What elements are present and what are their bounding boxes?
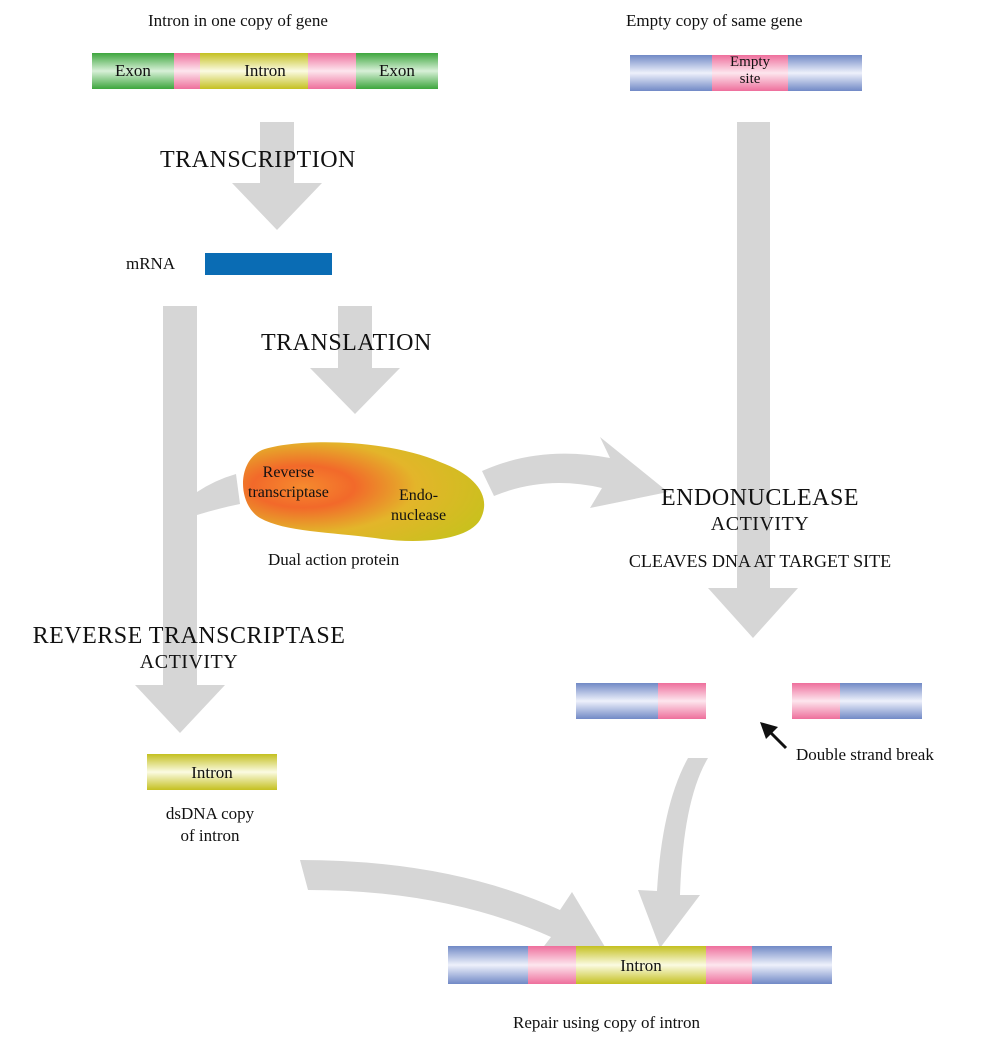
endo-activity-subtitle: Cleaves DNA at target site bbox=[628, 551, 892, 571]
broken-dna bbox=[576, 683, 922, 719]
rt-label: Reverse transcriptase bbox=[248, 463, 329, 503]
flank-left-segment bbox=[174, 53, 200, 89]
empty-site-line2: site bbox=[739, 71, 761, 87]
dsdna-caption-line2: of intron bbox=[180, 826, 240, 845]
repaired-intron bbox=[576, 946, 706, 984]
transcription-heading: Transcription bbox=[160, 147, 356, 173]
dsdna-to-repair-arrow bbox=[300, 860, 608, 954]
repaired-pink-right bbox=[706, 946, 752, 984]
empty-site-segment bbox=[712, 55, 788, 91]
empty-gene-caption: Empty copy of same gene bbox=[626, 11, 803, 30]
dsdna-caption-line1: dsDNA copy bbox=[165, 804, 255, 823]
empty-gene-right bbox=[788, 55, 862, 91]
translation-arrow bbox=[310, 306, 400, 414]
translation-heading: Translation bbox=[261, 330, 432, 356]
endonuclease-activity-heading: Endonuclease activity bbox=[600, 484, 920, 536]
broken-right-blue bbox=[840, 683, 922, 719]
gene-with-intron bbox=[92, 53, 438, 89]
endonuclease-arrow bbox=[708, 122, 798, 638]
broken-left-blue bbox=[576, 683, 658, 719]
exon-left-label: Exon bbox=[115, 61, 151, 80]
intron-copy-label: Intron bbox=[191, 763, 233, 782]
transcription-arrow bbox=[232, 122, 322, 230]
empty-gene bbox=[630, 55, 862, 91]
endo-label-line1: Endo- bbox=[398, 487, 439, 504]
dual-action-protein bbox=[243, 442, 485, 541]
intron-copy-bar bbox=[147, 754, 277, 790]
empty-gene-left bbox=[630, 55, 712, 91]
rt-label-line2: transcriptase bbox=[248, 484, 329, 501]
exon-right-label: Exon bbox=[379, 61, 415, 80]
rt-activity-line2: activity bbox=[139, 651, 239, 673]
repaired-blue-left bbox=[448, 946, 528, 984]
repaired-pink-left bbox=[528, 946, 576, 984]
break-pointer-arrow bbox=[760, 722, 788, 750]
dual-protein-caption: Dual action protein bbox=[268, 550, 400, 569]
break-to-repair-arrow bbox=[638, 758, 708, 948]
repaired-blue-right bbox=[752, 946, 832, 984]
reverse-transcriptase-arrow bbox=[135, 306, 225, 733]
repair-caption: Repair using copy of intron bbox=[513, 1013, 700, 1032]
intron-segment bbox=[200, 53, 308, 89]
rt-label-line1: Reverse bbox=[262, 464, 315, 481]
empty-site-label: Empty site bbox=[712, 54, 788, 88]
endo-activity-line2: activity bbox=[710, 513, 810, 535]
endo-label: Endo- nuclease bbox=[391, 486, 446, 526]
rt-activity-line1: Reverse transcriptase bbox=[32, 623, 346, 649]
exon-right-segment bbox=[356, 53, 438, 89]
protein-to-endonuclease-arrow bbox=[482, 437, 668, 508]
intron-top-label: Intron bbox=[244, 61, 286, 80]
broken-right-pink bbox=[792, 683, 840, 719]
intron-repair-label: Intron bbox=[620, 956, 662, 975]
empty-site-line1: Empty bbox=[730, 54, 770, 70]
protein-to-rt-connector bbox=[197, 474, 240, 515]
repaired-gene bbox=[448, 946, 832, 984]
exon-left-segment bbox=[92, 53, 174, 89]
endo-label-line2: nuclease bbox=[391, 507, 447, 524]
broken-left-pink bbox=[658, 683, 706, 719]
rt-activity-heading: Reverse transcriptase activity bbox=[4, 622, 374, 674]
dsdna-caption: dsDNA copy of intron bbox=[120, 803, 300, 847]
intron-gene-caption: Intron in one copy of gene bbox=[148, 11, 328, 30]
flow-arrows bbox=[135, 122, 798, 954]
mrna-label: mRNA bbox=[126, 254, 176, 273]
endo-activity-line1: Endonuclease bbox=[661, 485, 859, 511]
double-break-caption: Double strand break bbox=[796, 745, 934, 764]
flank-right-segment bbox=[308, 53, 356, 89]
mrna-bar bbox=[205, 253, 332, 275]
